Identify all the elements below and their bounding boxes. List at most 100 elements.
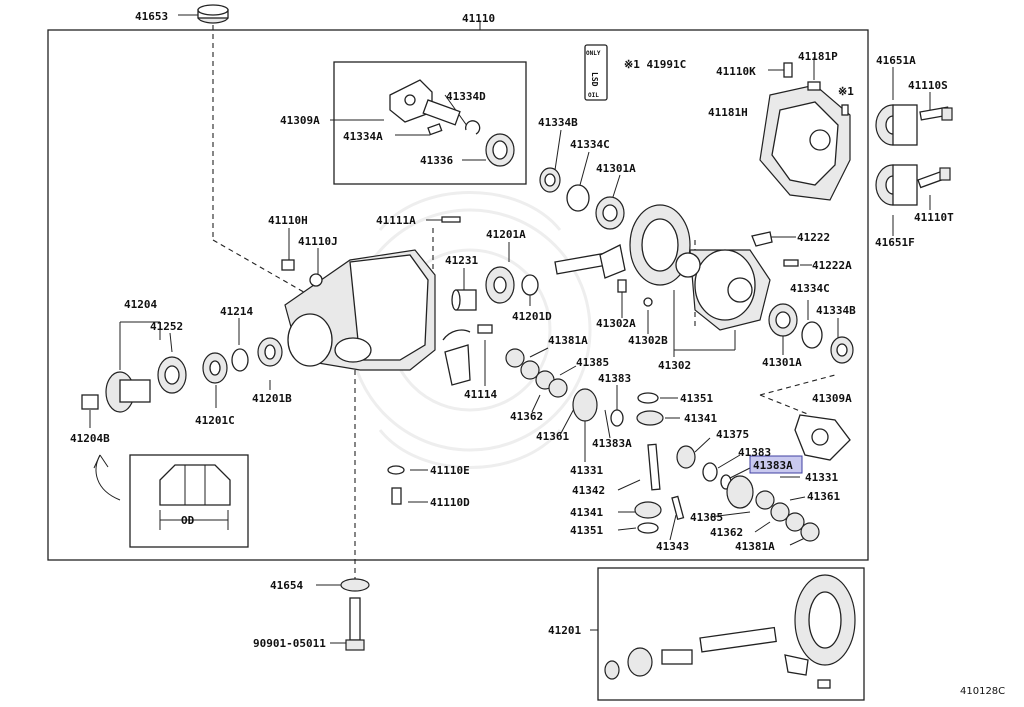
label-41341-bottom: 41341: [570, 506, 603, 519]
part-labels: 41653 41110 41309A 41334D 41334A 41336 ※…: [70, 10, 1005, 697]
label-od: OD: [181, 514, 195, 527]
part-41204b-nut: [81, 394, 99, 410]
label-41110t: 41110T: [914, 211, 954, 224]
label-41991c: ※1 41991C: [624, 58, 686, 71]
label-41110e: 41110E: [430, 464, 470, 477]
part-41181p-plug: [807, 81, 821, 91]
label-41334b-right: 41334B: [816, 304, 856, 317]
label-41110: 41110: [462, 12, 495, 25]
part-41301a-bearing-top: [595, 196, 625, 230]
label-41110d: 41110D: [430, 496, 470, 509]
part-41334c-shim-right: [801, 321, 823, 349]
label-41201d: 41201D: [512, 310, 552, 323]
part-41111a-pin: [441, 216, 461, 223]
part-41381a-washers-right: [755, 490, 820, 542]
part-41351-washer-top: [637, 392, 659, 404]
part-41201-ring-pinion-set: [604, 574, 856, 689]
part-41231-spacer: [451, 289, 477, 311]
label-41331-left: 41331: [570, 464, 603, 477]
label-41181h: 41181H: [708, 106, 748, 119]
label-41342: 41342: [572, 484, 605, 497]
label-41653: 41653: [135, 10, 168, 23]
label-41651a: 41651A: [876, 54, 916, 67]
part-41252-oil-seal: [157, 356, 187, 394]
label-41361-right: 41361: [807, 490, 840, 503]
label-41351-top: 41351: [680, 392, 713, 405]
part-41201a-bearing: [485, 266, 515, 304]
label-41334b-top: 41334B: [538, 116, 578, 129]
part-41302-differential-case: [675, 249, 771, 331]
part-41309a-flange-right: [794, 414, 851, 461]
part-90901-bolt: [345, 597, 365, 651]
watermark: [348, 191, 592, 469]
part-41375-pin: [676, 445, 696, 469]
label-41302b: 41302B: [628, 334, 668, 347]
ring-pinion-inset-box: [597, 567, 865, 701]
lsd-oil-tag: ONLY LSD OIL: [584, 44, 608, 101]
label-41334a: 41334A: [343, 130, 383, 143]
part-41222-lock: [751, 231, 773, 247]
lsd-tag-top: ONLY: [586, 50, 601, 57]
part-41110t-bolt: [917, 167, 951, 189]
label-41302a: 41302A: [596, 317, 636, 330]
label-41204b: 41204B: [70, 432, 110, 445]
label-41110k: 41110K: [716, 65, 756, 78]
label-41336: 41336: [420, 154, 453, 167]
label-41334c-right: 41334C: [790, 282, 830, 295]
part-41204-companion-flange: [105, 371, 151, 413]
part-41334b-oil-seal-top: [539, 167, 561, 193]
label-41351-bottom: 41351: [570, 524, 603, 537]
label-41201c: 41201C: [195, 414, 235, 427]
label-41343: 41343: [656, 540, 689, 553]
label-41201a: 41201A: [486, 228, 526, 241]
label-41385-top: 41385: [576, 356, 609, 369]
part-41361-side-gear-right: [726, 475, 754, 509]
part-41201c-bearing: [202, 352, 228, 384]
label-41383a-left: 41383A: [592, 437, 632, 450]
label-41362-bottom: 41362: [710, 526, 743, 539]
part-41301a-bearing-right: [768, 303, 798, 337]
label-41114: 41114: [464, 388, 497, 401]
part-41334a-bolt: [427, 123, 443, 136]
part-41201-pinion-shaft: [554, 244, 626, 279]
label-41110s: 41110S: [908, 79, 948, 92]
label-90901-05011: 90901-05011: [253, 637, 326, 650]
label-41231: 41231: [445, 254, 478, 267]
label-star1: ※1: [838, 85, 854, 98]
label-41222a: 41222A: [812, 259, 852, 272]
leader-lines: [89, 14, 931, 644]
part-41334c-shim-top: [566, 184, 590, 212]
part-41201d-washer: [521, 274, 539, 296]
label-41383-right: 41383: [738, 446, 771, 459]
part-41351-washer-bottom: [637, 522, 659, 534]
part-41342-shaft: [647, 443, 661, 491]
part-star1-gasket: [841, 104, 849, 116]
part-41309a-flange-shaft: [389, 79, 461, 126]
highlight-41383a: [749, 455, 803, 474]
label-41214: 41214: [220, 305, 253, 318]
lsd-tag-middle: LSD: [590, 72, 599, 87]
part-41110k-breather: [783, 62, 793, 78]
label-41381a-bottom: 41381A: [735, 540, 775, 553]
part-41341-pinion-bottom: [634, 501, 662, 519]
label-41375: 41375: [716, 428, 749, 441]
part-41651f-flange: [875, 164, 918, 206]
part-41181h-rear-cover: [759, 84, 851, 201]
part-41110j-gasket: [309, 273, 323, 287]
label-41381a-top: 41381A: [548, 334, 588, 347]
part-bearing-caps: [442, 329, 471, 386]
part-41214-spacer: [231, 348, 249, 372]
part-41651a-flange: [875, 104, 918, 146]
nut-detail-drawing: [93, 454, 231, 506]
label-41302: 41302: [658, 359, 691, 372]
part-41110-carrier-housing: [284, 249, 436, 371]
nut-detail-inset-box: [129, 454, 249, 548]
axle-shaft-inset-box: [333, 61, 527, 185]
label-41385-bottom: 41385: [690, 511, 723, 524]
label-41334d: 41334D: [446, 90, 486, 103]
part-41361-side-gear-left: [572, 388, 598, 422]
label-41204: 41204: [124, 298, 157, 311]
part-41110h-plug: [281, 259, 295, 271]
figure-number: 410128C: [960, 686, 1005, 697]
